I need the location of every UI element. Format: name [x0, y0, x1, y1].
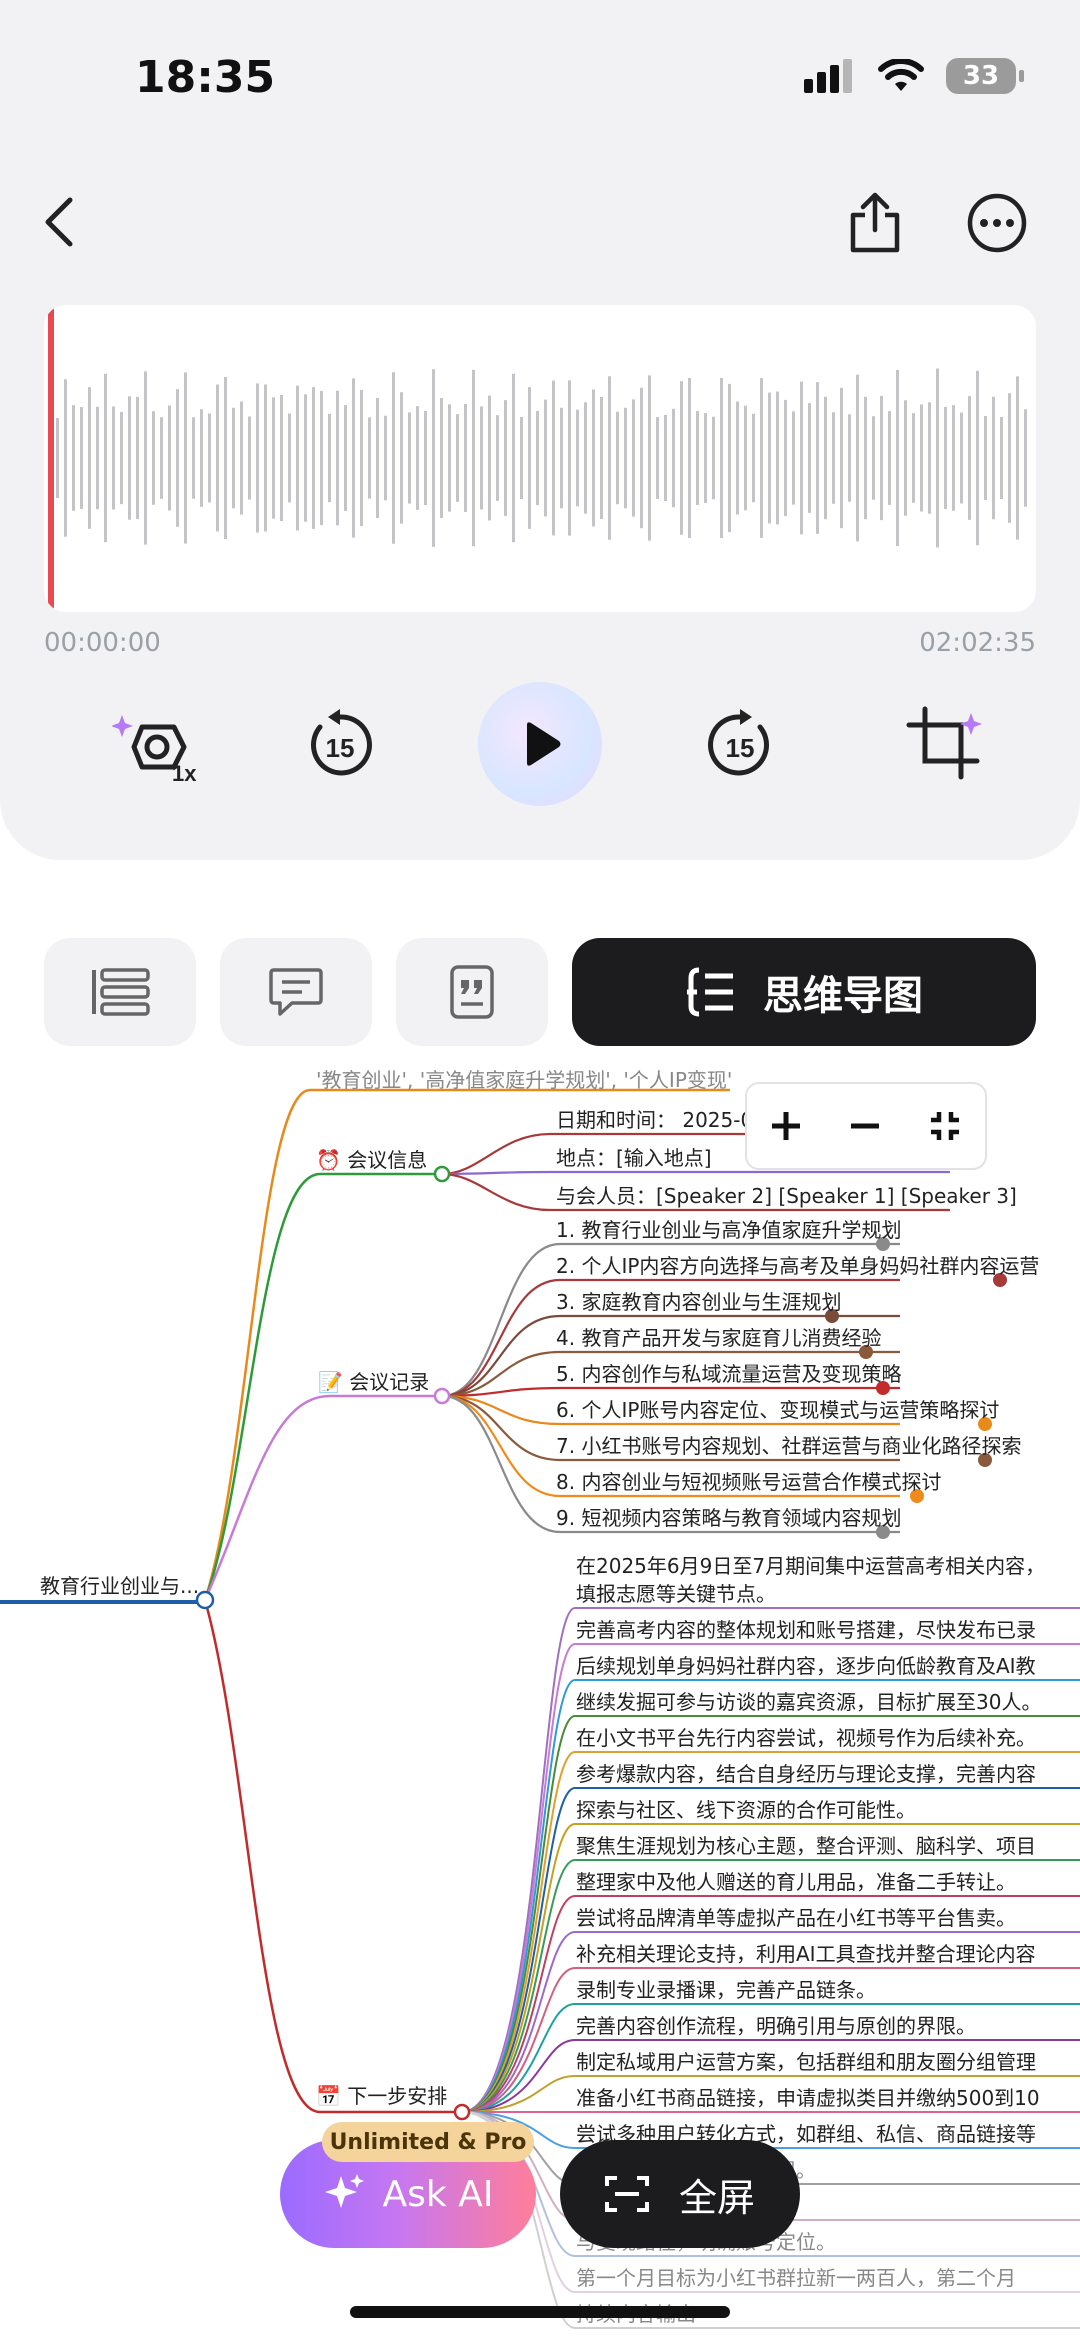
tab-mindmap-label: 思维导图 [763, 973, 923, 1019]
mindmap-info-item[interactable]: 地点：[输入地点] [556, 1146, 712, 1170]
mindmap-next-item[interactable]: 完善高考内容的整体规划和账号搭建，尽快发布已录 [576, 1618, 1036, 1642]
time-end: 02:02:35 [919, 628, 1036, 658]
home-indicator [350, 2306, 730, 2318]
fullscreen-button[interactable]: 全屏 [560, 2140, 800, 2248]
back-icon[interactable] [40, 192, 80, 252]
mindmap-next-item[interactable]: 继续发掘可参与访谈的嘉宾资源，目标扩展至30人。 [576, 1690, 1042, 1714]
zoom-controls [745, 1082, 987, 1170]
mindmap-next-item[interactable]: 后续规划单身妈妈社群内容，逐步向低龄教育及AI教 [576, 1654, 1036, 1678]
tab-quotes[interactable] [396, 938, 548, 1046]
forward-15-button[interactable]: 15 [700, 690, 780, 800]
plan-badge: Unlimited & Pro [322, 2122, 534, 2162]
mindmap-record-item[interactable]: 7. 小红书账号内容规划、社群运营与商业化路径探索 [556, 1434, 1022, 1458]
mindmap-keywords[interactable]: '教育创业', '高净值家庭升学规划', '个人IP变现' [316, 1068, 733, 1092]
status-icons: 33 [804, 58, 1024, 94]
tab-outline[interactable] [44, 938, 196, 1046]
svg-text:15: 15 [726, 733, 755, 763]
mindmap-next-item[interactable]: 参考爆款内容，结合自身经历与理论支撑，完善内容 [576, 1762, 1036, 1786]
waveform-card[interactable] [44, 305, 1036, 612]
tab-mindmap[interactable]: 思维导图 [572, 938, 1036, 1046]
mindmap-next-item[interactable]: 尝试将品牌清单等虚拟产品在小红书等平台售卖。 [576, 1906, 1016, 1930]
more-icon[interactable] [966, 192, 1028, 254]
waveform [56, 368, 1027, 548]
speed-icon: 1x [112, 715, 197, 785]
mindmap-record-item[interactable]: 3. 家庭教育内容创业与生涯规划 [556, 1290, 842, 1314]
zoom-out-icon[interactable] [848, 1109, 882, 1143]
crop-icon [906, 706, 982, 780]
forward-icon: 15 [708, 709, 769, 776]
svg-text:15: 15 [326, 733, 355, 763]
mindmap-record-item[interactable]: 5. 内容创作与私域流量运营及变现策略 [556, 1362, 902, 1386]
mindmap-record-item[interactable]: 2. 个人IP内容方向选择与高考及单身妈妈社群内容运营 [556, 1254, 1040, 1278]
quote-icon [450, 965, 494, 1019]
mindmap-node-next[interactable]: 📅 下一步安排 [316, 2084, 448, 2108]
mindmap-connectors [0, 1088, 1080, 2329]
mindmap-record-item[interactable]: 8. 内容创业与短视频账号运营合作模式探讨 [556, 1470, 942, 1494]
mindmap-next-item[interactable]: 制定私域用户运营方案，包括群组和朋友圈分组管理 [576, 2050, 1036, 2074]
time-start: 00:00:00 [44, 628, 161, 658]
fit-screen-icon[interactable] [927, 1108, 963, 1144]
speed-button[interactable]: 1x [112, 690, 202, 800]
mindmap-canvas[interactable]: 教育行业创业与... '教育创业', '高净值家庭升学规划', '个人IP变现' ⏰… [0, 1060, 1080, 2341]
mindmap-info-item[interactable]: 日期和时间： 2025-06 [556, 1108, 766, 1132]
mindmap-record-item[interactable]: 6. 个人IP账号内容定位、变现模式与运营策略探讨 [556, 1398, 1000, 1422]
chat-icon [269, 968, 323, 1016]
mindmap-next-item[interactable]: 准备小红书商品链接，申请虚拟类目并缴纳500到10 [576, 2086, 1040, 2110]
sparkle-icon [324, 2174, 364, 2208]
mindmap-next-item[interactable]: 第一个月目标为小红书群拉新一两百人，第二个月 [576, 2266, 1016, 2290]
play-button[interactable] [478, 682, 602, 806]
mindmap-next-item[interactable]: 完善内容创作流程，明确引用与原创的界限。 [576, 2014, 976, 2038]
mindmap-next-item[interactable]: 在小文书平台先行内容尝试，视频号作为后续补充。 [576, 1726, 1036, 1750]
share-icon[interactable] [845, 190, 905, 255]
play-icon [527, 722, 561, 766]
mindmap-root[interactable]: 教育行业创业与... [40, 1574, 200, 1598]
list-icon [92, 968, 150, 1016]
mindmap-next-item[interactable]: 探索与社区、线下资源的合作可能性。 [576, 1798, 916, 1822]
zoom-in-icon[interactable] [769, 1109, 803, 1143]
mindmap-next-item[interactable]: 整理家中及他人赠送的育儿用品，准备二手转让。 [576, 1870, 1016, 1894]
tab-transcript[interactable] [220, 938, 372, 1046]
mindmap-next-item[interactable]: 填报志愿等关键节点。 [576, 1582, 776, 1606]
mindmap-record-item[interactable]: 9. 短视频内容策略与教育领域内容规划 [556, 1506, 902, 1530]
fullscreen-label: 全屏 [678, 2175, 755, 2220]
status-time: 18:35 [135, 52, 276, 103]
svg-text:1x: 1x [172, 761, 197, 785]
fullscreen-icon [604, 2176, 649, 2212]
playhead-cursor[interactable] [48, 305, 54, 612]
battery-indicator: 33 [946, 58, 1024, 94]
rewind-icon: 15 [311, 709, 372, 776]
mindmap-record-item[interactable]: 4. 教育产品开发与家庭育儿消费经验 [556, 1326, 882, 1350]
trim-button[interactable] [905, 690, 985, 800]
wifi-icon [878, 59, 924, 91]
rewind-15-button[interactable]: 15 [300, 690, 380, 800]
mindmap-node-record[interactable]: 📝 会议记录 [318, 1370, 430, 1394]
mindmap-next-item[interactable]: 在2025年6月9日至7月期间集中运营高考相关内容， [576, 1554, 1046, 1578]
mindmap-record-item[interactable]: 1. 教育行业创业与高净值家庭升学规划 [556, 1218, 902, 1242]
mindmap-next-item[interactable]: 聚焦生涯规划为核心主题，整合评测、脑科学、项目 [576, 1834, 1036, 1858]
signal-icon [804, 59, 852, 93]
mindmap-icon [687, 967, 733, 1017]
mindmap-node-info[interactable]: ⏰ 会议信息 [316, 1148, 428, 1172]
ask-ai-label: Ask AI [382, 2173, 494, 2215]
mindmap-info-item[interactable]: 与会人员：[Speaker 2] [Speaker 1] [Speaker 3] [556, 1184, 1017, 1208]
mindmap-next-item[interactable]: 补充相关理论支持，利用AI工具查找并整合理论内容 [576, 1942, 1036, 1966]
mindmap-next-item[interactable]: 录制专业录播课，完善产品链条。 [576, 1978, 876, 2002]
